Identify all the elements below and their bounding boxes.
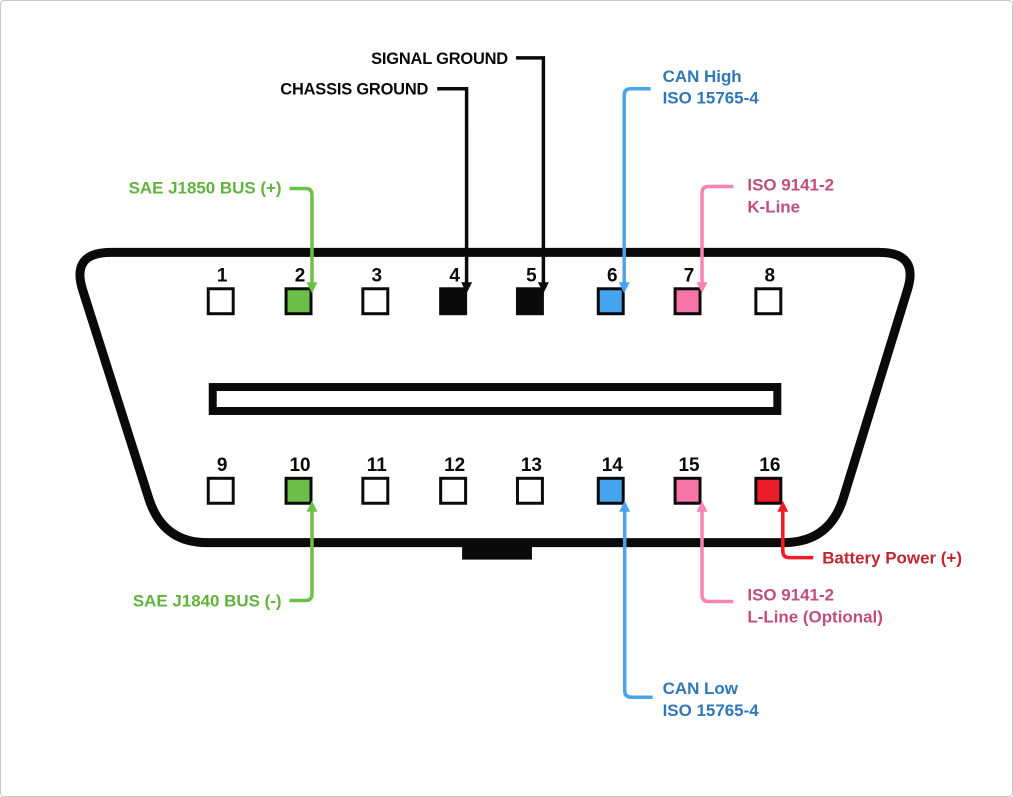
pin-8-number: 8 <box>765 265 776 286</box>
connector-bottom-tab <box>462 540 532 560</box>
callout-chassis-ground: CHASSIS GROUND <box>280 81 473 294</box>
pin-8: 8 <box>754 265 783 316</box>
pin-4-number: 4 <box>449 265 460 286</box>
l-line-leader-line <box>700 510 734 604</box>
pin-2: 2 <box>284 265 313 316</box>
k-line-label-line2: K-Line <box>747 197 800 216</box>
pin-3: 3 <box>361 265 390 316</box>
pin-10-contact <box>284 476 313 505</box>
pin-12: 12 <box>439 455 468 505</box>
pin-9: 9 <box>206 455 235 505</box>
pin-16-number: 16 <box>759 455 780 476</box>
pin-4: 4 <box>439 265 468 316</box>
pin-10-number: 10 <box>289 455 310 476</box>
pin-7: 7 <box>673 265 702 316</box>
signal-ground-arrowhead-icon <box>537 282 549 294</box>
can-low-arrowhead-icon <box>619 500 631 512</box>
pin-1-contact <box>206 287 235 316</box>
callout-l-line: ISO 9141-2 L-Line (Optional) <box>696 500 883 626</box>
signal-ground-label: SIGNAL GROUND <box>371 50 508 68</box>
pin-row-bottom: 9 10 11 12 13 14 15 16 <box>206 455 783 505</box>
chassis-ground-leader-line <box>437 87 469 284</box>
pin-12-number: 12 <box>444 455 465 476</box>
can-high-leader-line <box>622 87 651 284</box>
pin-4-contact <box>439 287 468 316</box>
can-low-leader-line <box>622 510 653 699</box>
pin-9-contact <box>206 476 235 505</box>
can-high-label-line2: ISO 15765-4 <box>663 89 760 108</box>
pin-13-contact <box>515 476 544 505</box>
sae-j1840-arrowhead-icon <box>306 500 318 512</box>
pin-14-number: 14 <box>602 455 624 476</box>
pin-6-contact <box>596 287 625 316</box>
can-high-label-line1: CAN High <box>663 67 742 86</box>
pin-15: 15 <box>673 455 702 505</box>
pin-11-contact <box>361 476 390 505</box>
pin-15-contact <box>673 476 702 505</box>
pin-6-number: 6 <box>607 265 618 286</box>
pin-7-contact <box>673 287 702 316</box>
pin-row-top: 1 2 3 4 5 6 7 8 <box>206 265 783 316</box>
pin-5-number: 5 <box>526 265 537 286</box>
k-line-arrowhead-icon <box>696 282 708 294</box>
chassis-ground-label: CHASSIS GROUND <box>280 81 428 99</box>
pin-1: 1 <box>206 265 235 316</box>
pin-9-number: 9 <box>217 455 228 476</box>
chassis-ground-arrowhead-icon <box>461 282 473 294</box>
pin-14-contact <box>596 476 625 505</box>
k-line-label-line1: ISO 9141-2 <box>747 176 834 195</box>
l-line-label-line2: L-Line (Optional) <box>747 607 882 626</box>
signal-ground-leader-line <box>515 56 546 284</box>
pin-5: 5 <box>515 265 544 316</box>
pin-10: 10 <box>284 455 313 505</box>
pin-1-number: 1 <box>217 265 228 286</box>
callout-can-low: CAN Low ISO 15765-4 <box>619 500 760 720</box>
pin-3-number: 3 <box>372 265 383 286</box>
sae-j1850-leader-line <box>289 186 314 284</box>
sae-j1840-leader-line <box>289 510 314 603</box>
sae-j1850-label: SAE J1850 BUS (+) <box>129 179 282 198</box>
pin-2-number: 2 <box>295 265 306 286</box>
k-line-leader-line <box>700 184 734 284</box>
callout-battery-power: Battery Power (+) <box>777 500 962 568</box>
callout-sae-j1850: SAE J1850 BUS (+) <box>129 179 318 294</box>
pin-11-number: 11 <box>367 455 387 476</box>
can-low-label-line2: ISO 15765-4 <box>663 701 760 720</box>
can-high-arrowhead-icon <box>618 282 630 294</box>
sae-j1850-arrowhead-icon <box>306 282 318 294</box>
callout-signal-ground: SIGNAL GROUND <box>371 50 549 294</box>
pin-16: 16 <box>754 455 783 505</box>
battery-power-arrowhead-icon <box>777 500 789 512</box>
pin-16-contact <box>754 476 783 505</box>
pin-6: 6 <box>596 265 625 316</box>
pin-13: 13 <box>515 455 544 505</box>
pin-15-number: 15 <box>679 455 700 476</box>
l-line-arrowhead-icon <box>696 500 708 512</box>
callout-can-high: CAN High ISO 15765-4 <box>618 67 760 294</box>
callout-sae-j1840: SAE J1840 BUS (-) <box>133 500 318 610</box>
pin-14: 14 <box>596 455 625 505</box>
pin-8-contact <box>754 287 783 316</box>
callout-k-line: ISO 9141-2 K-Line <box>696 176 834 294</box>
pin-13-number: 13 <box>521 455 542 476</box>
pin-5-contact <box>515 287 544 316</box>
battery-power-leader-line <box>781 510 814 560</box>
pin-7-number: 7 <box>684 265 695 286</box>
sae-j1840-label: SAE J1840 BUS (-) <box>133 591 282 610</box>
can-low-label-line1: CAN Low <box>663 679 739 698</box>
pin-3-contact <box>361 287 390 316</box>
connector-center-slot <box>208 383 782 415</box>
pin-2-contact <box>284 287 313 316</box>
pin-12-contact <box>439 476 468 505</box>
l-line-label-line1: ISO 9141-2 <box>747 585 834 604</box>
pin-11: 11 <box>361 455 390 505</box>
battery-power-label: Battery Power (+) <box>822 549 962 568</box>
